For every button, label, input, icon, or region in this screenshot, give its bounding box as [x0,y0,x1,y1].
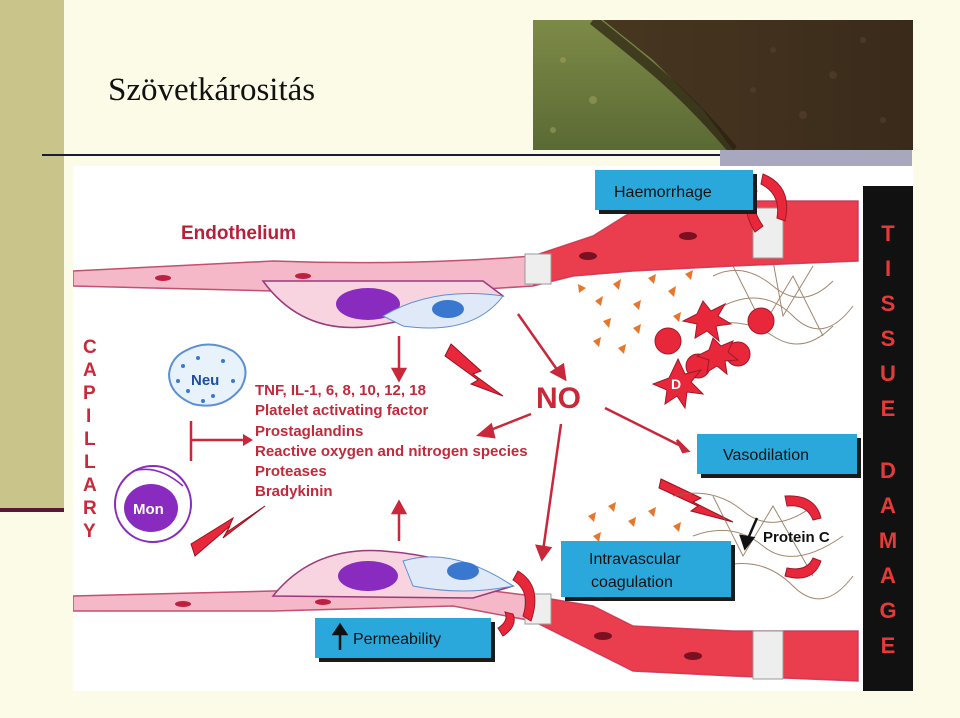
capillary-letter: I [86,406,91,427]
capillary-letter: L [84,429,96,450]
monocyte-cell: Mon [114,465,192,543]
mediator-item: Prostaglandins [255,423,363,440]
tissue-letter: S [881,326,896,351]
capillary-letter: R [83,498,97,519]
slide-title: Szövetkárositás [108,72,316,108]
coagulation-box: Intravascular coagulation [561,541,735,601]
mediator-item: Reactive oxygen and nitrogen species [255,443,528,460]
capillary-letter: A [83,475,97,496]
tissue-damage-diagram: Endothelium C A P I L L A R Y Neu [73,166,913,691]
capillary-letter: Y [83,521,96,542]
tissue-letter: U [880,361,896,386]
capillary-letter: L [84,452,96,473]
damage-letter: A [880,493,896,518]
damage-letter: M [879,528,897,553]
capillary-letter: A [83,360,97,381]
upper-endothelial-cell [261,280,505,329]
tissue-letter: I [885,256,891,281]
mediator-item: Bradykinin [255,483,333,500]
fibrin-strands [702,260,854,345]
endothelium-label: Endothelium [181,223,296,244]
damage-letter: G [879,598,896,623]
capillary-letter: P [83,383,96,404]
capillary-letter: C [83,337,97,358]
inhibition-bracket [189,421,253,461]
tissue-letter: E [881,396,896,421]
d-star: D [651,357,705,410]
capillary-label: C A P I L L A R Y [83,337,97,542]
cell-debris [578,270,693,354]
title-divider [42,154,912,156]
neu-label: Neu [191,372,219,389]
haemorrhage-label: Haemorrhage [614,184,712,201]
tissue-damage-panel: T I S S U E D A M A G E [863,186,913,691]
no-label: NO [536,382,581,415]
mon-label: Mon [133,501,164,518]
vasodilation-box: Vasodilation [697,434,861,478]
vasodilation-label: Vasodilation [723,447,809,464]
coagulation-label-line2: coagulation [591,574,673,591]
lower-endothelial-cell [271,549,516,599]
up-arrow-icon [331,622,349,650]
protein-c-arrow [739,517,759,551]
coagulation-label-line1: Intravascular [589,551,681,568]
left-accent-band-cap [0,508,64,512]
release-arrows [390,336,408,541]
grey-strip [720,150,912,166]
lower-vessel-wall [73,585,859,682]
permeability-box: Permeability [315,618,495,662]
mediator-item: Platelet activating factor [255,402,429,419]
d-label: D [671,376,681,392]
mediator-list: TNF, IL-1, 6, 8, 10, 12, 18 Platelet act… [255,382,528,500]
left-accent-band [0,0,64,510]
protein-c-label: Protein C [763,529,830,546]
upper-vessel-wall [73,200,859,292]
tissue-letter: T [881,221,895,246]
mediator-item: TNF, IL-1, 6, 8, 10, 12, 18 [255,382,426,399]
haemorrhage-box: Haemorrhage [595,170,757,214]
damage-letter: A [880,563,896,588]
permeability-label: Permeability [353,631,441,648]
neutrophil-cell: Neu [167,343,247,407]
tissue-letter: S [881,291,896,316]
field-photo [533,20,913,150]
lightning-icon [190,343,734,557]
damage-letter: D [880,458,896,483]
no-arrows [476,313,691,562]
damage-letter: E [881,633,896,658]
mediator-item: Proteases [255,463,327,480]
lower-fibrin-strands [672,492,854,600]
